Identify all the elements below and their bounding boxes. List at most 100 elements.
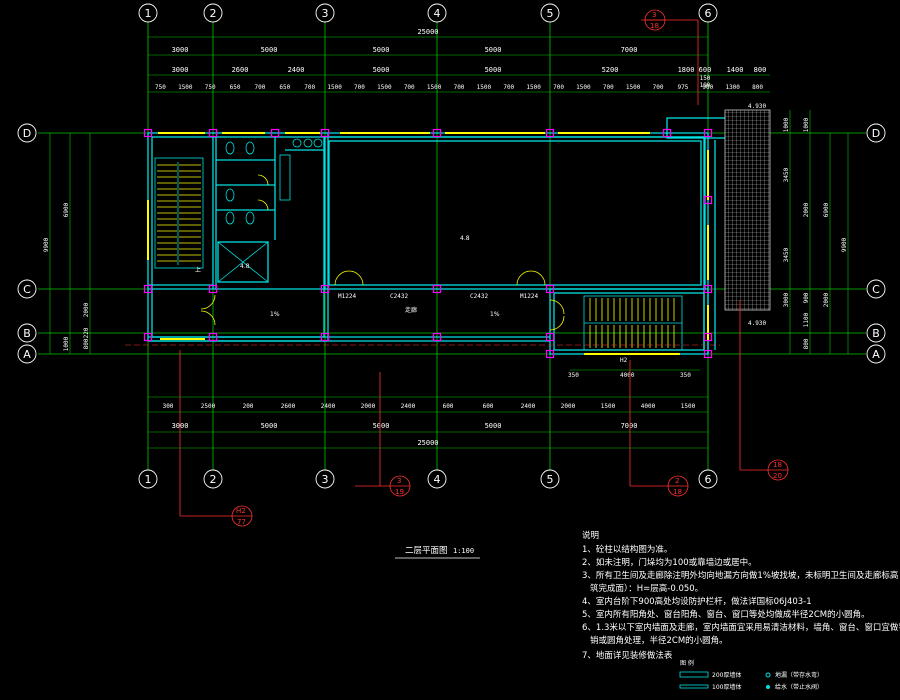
column-9 xyxy=(432,284,442,294)
dim-top-row3-14: 700 xyxy=(503,84,514,91)
dim-top-row1-0: 3000 xyxy=(172,46,189,54)
slope-label-2: 1% xyxy=(490,311,500,318)
dim-top-row3-1: 1500 xyxy=(178,84,193,91)
axis-left-bubble-C xyxy=(17,279,37,299)
axis-top-bubble-4 xyxy=(427,3,447,23)
dim-top-row3-23: 1300 xyxy=(725,84,740,91)
room-labels: 4.8 走廊 1% 1% M1224 C2432 C2432 M1224 上 4… xyxy=(195,103,766,364)
elevator-label: 4.8 xyxy=(240,263,250,270)
dim-top-row1-1: 5000 xyxy=(261,46,278,54)
stair-dim-2: 4000 xyxy=(620,372,635,379)
dim-bottom-row1-0: 300 xyxy=(163,403,174,410)
note-line-8: 7、地面详见装修做法表 xyxy=(582,650,673,661)
windows xyxy=(147,132,709,355)
callout-1-bottom: 18 xyxy=(650,22,659,30)
dim-right-10: 2000 xyxy=(803,202,810,217)
dim-bottom-row1-1: 2500 xyxy=(201,403,216,410)
columns xyxy=(143,128,713,359)
stair-left xyxy=(154,157,204,269)
column-7 xyxy=(208,284,218,294)
stair-dim-3: 350 xyxy=(680,372,691,379)
column-15 xyxy=(432,332,442,342)
slope-label-1: 1% xyxy=(270,311,280,318)
dim-top-row3-0: 750 xyxy=(155,84,166,91)
axis-top-bubble-5 xyxy=(540,3,560,23)
axis-top-bubble-3 xyxy=(315,3,335,23)
axis-right-label-A: A xyxy=(872,348,880,361)
dim-top-total: 25000 xyxy=(417,28,438,36)
terrace-elev-bottom: 4.930 xyxy=(748,320,766,327)
dim-bottom-row1-4: 2400 xyxy=(321,403,336,410)
callouts xyxy=(179,9,789,527)
axis-bottom-bubble-1 xyxy=(138,469,158,489)
axis-top-label-3: 3 xyxy=(322,7,329,20)
column-12 xyxy=(143,332,153,342)
axis-top-bubble-1 xyxy=(138,3,158,23)
dim-top-row2-3: 5000 xyxy=(373,66,390,74)
column-6 xyxy=(143,284,153,294)
toilet-fixtures xyxy=(217,138,323,283)
dim-bottom-row1-10: 2000 xyxy=(561,403,576,410)
axis-left-label-B: B xyxy=(23,327,31,340)
note-line-3: 筑完成面）：H=层高-0.050。 xyxy=(590,583,703,594)
legend-title: 图 例 xyxy=(680,659,694,667)
column-14 xyxy=(320,332,330,342)
column-0 xyxy=(143,128,153,138)
axis-top-bubble-6 xyxy=(698,3,718,23)
dim-right-0: 1000 xyxy=(783,117,790,132)
column-19 xyxy=(703,349,713,359)
dim-right-5: 9900 xyxy=(841,237,848,252)
column-2 xyxy=(320,128,330,138)
ramp-mark: H2 xyxy=(620,357,628,364)
column-1 xyxy=(208,128,218,138)
dim-top-row3-20: 700 xyxy=(653,84,664,91)
axis-bottom-bubble-4 xyxy=(427,469,447,489)
axis-left-bubble-D xyxy=(17,123,37,143)
doors xyxy=(200,174,565,331)
axis-bottom-label-3: 3 xyxy=(322,473,329,486)
axis-right-bubble-A xyxy=(866,344,886,364)
dim-bottom-row2-3: 5000 xyxy=(485,422,502,430)
dim-top-row2-9: 800 xyxy=(754,66,767,74)
stair-right xyxy=(583,295,683,351)
axis-right-label-B: B xyxy=(872,327,880,340)
stair-dim-1: 350 xyxy=(568,372,579,379)
callout-2-bottom: 19 xyxy=(395,488,404,496)
legend-item-4: 给水（带止水阀） xyxy=(775,683,823,691)
dim-left-4: 800 xyxy=(83,338,90,349)
dim-bottom-row1-9: 2400 xyxy=(521,403,536,410)
column-20 xyxy=(270,128,280,138)
dim-left-5: 220 xyxy=(83,327,90,338)
dim-left-3: 1000 xyxy=(63,336,70,351)
dim-top-row2-7: 600 xyxy=(699,66,712,74)
dim-right-9: 800 xyxy=(803,338,810,349)
axis-bottom-bubble-6 xyxy=(698,469,718,489)
stair-left-treads xyxy=(157,164,201,262)
axis-right-bubble-B xyxy=(866,323,886,343)
dim-bottom-row1-7: 600 xyxy=(443,403,454,410)
dim-top-row3-15: 1500 xyxy=(526,84,541,91)
column-5 xyxy=(703,128,713,138)
dim-top-row1-2: 5000 xyxy=(373,46,390,54)
dim-right-4: 3000 xyxy=(783,292,790,307)
note-line-4: 4、室内台阶下900高处均设防护栏杆，做法详国标06J403-1 xyxy=(582,596,812,607)
note-line-2: 3、所有卫生间及走廊除注明外均向地漏方向做1%坡找坡，未标明卫生间及走廊标高（建 xyxy=(582,570,900,581)
corridor-label: 走廊 xyxy=(405,306,417,314)
door-tag-m2: M1224 xyxy=(520,293,538,300)
stair-right-treads xyxy=(589,298,675,348)
scale-text: 1:100 xyxy=(453,547,474,555)
dim-top-row2-8: 1400 xyxy=(727,66,744,74)
legend-water-swatch xyxy=(766,685,770,689)
dim-left-2: 2000 xyxy=(83,302,90,317)
dim-top-row3-19: 1500 xyxy=(626,84,641,91)
dim-bottom-row1-11: 1500 xyxy=(601,403,616,410)
dim-top-row3-4: 700 xyxy=(255,84,266,91)
dim-top-row3-16: 700 xyxy=(553,84,564,91)
legend-item-1: 200厚墙体 xyxy=(712,671,741,679)
terrace-elev-top: 4.930 xyxy=(748,103,766,110)
legend: 图 例 200厚墙体 100厚墙体 地漏（带存水弯） 给水（带止水阀） xyxy=(679,659,823,691)
dim-right-1: 3450 xyxy=(783,167,790,182)
